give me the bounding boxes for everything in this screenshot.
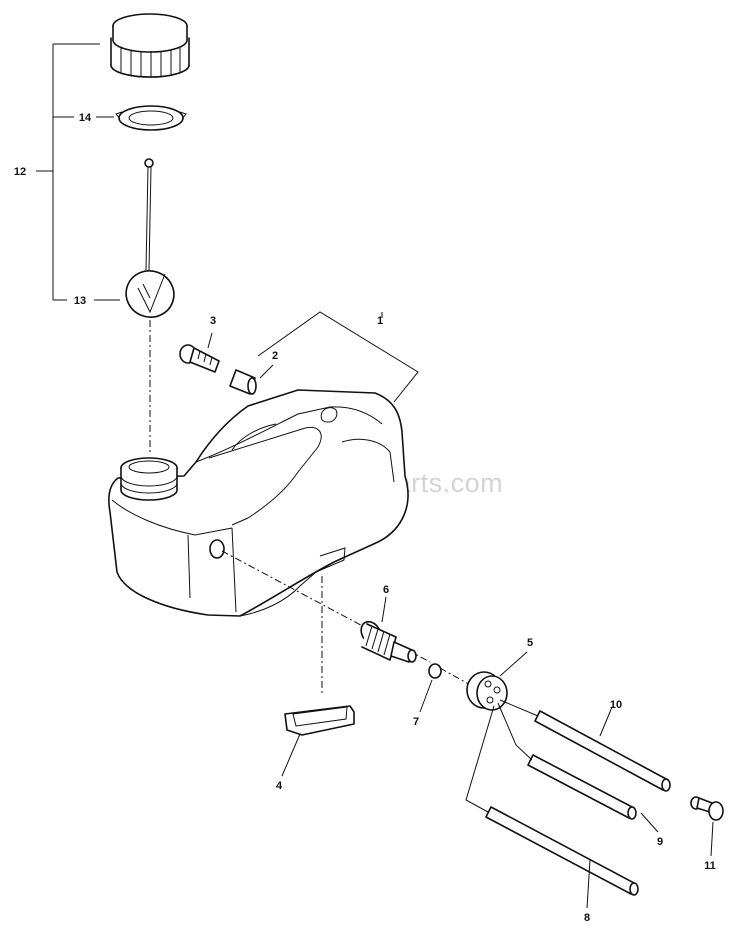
fuel-cap[interactable] <box>110 13 190 78</box>
fuel-strainer[interactable] <box>120 158 181 324</box>
o-ring[interactable] <box>428 663 442 679</box>
callout-7: 7 <box>413 716 419 728</box>
fuel-line-9[interactable] <box>527 754 637 820</box>
callout-8: 8 <box>584 912 590 924</box>
callout-13: 13 <box>74 295 86 307</box>
fuel-line-grommet[interactable] <box>466 671 508 711</box>
callout-11: 11 <box>704 860 716 872</box>
callout-1: 1 <box>377 315 383 327</box>
callout-12: 12 <box>14 166 26 178</box>
bolt[interactable] <box>179 344 220 373</box>
fuel-line-8[interactable] <box>485 806 639 896</box>
fuel-tank[interactable] <box>108 389 409 617</box>
tank-cushion[interactable] <box>284 705 355 736</box>
callout-10: 10 <box>610 699 622 711</box>
collar[interactable] <box>229 369 257 395</box>
callout-5: 5 <box>527 637 533 649</box>
cap-gasket[interactable] <box>115 105 187 131</box>
callout-6: 6 <box>383 584 389 596</box>
callout-14: 14 <box>79 112 92 124</box>
fuel-filter[interactable] <box>357 618 417 663</box>
check-valve[interactable] <box>690 796 724 821</box>
fuel-line-10[interactable] <box>534 710 671 792</box>
callout-2: 2 <box>272 350 278 362</box>
callout-9: 9 <box>657 836 663 848</box>
callout-3: 3 <box>210 315 216 327</box>
callout-4: 4 <box>276 780 283 792</box>
